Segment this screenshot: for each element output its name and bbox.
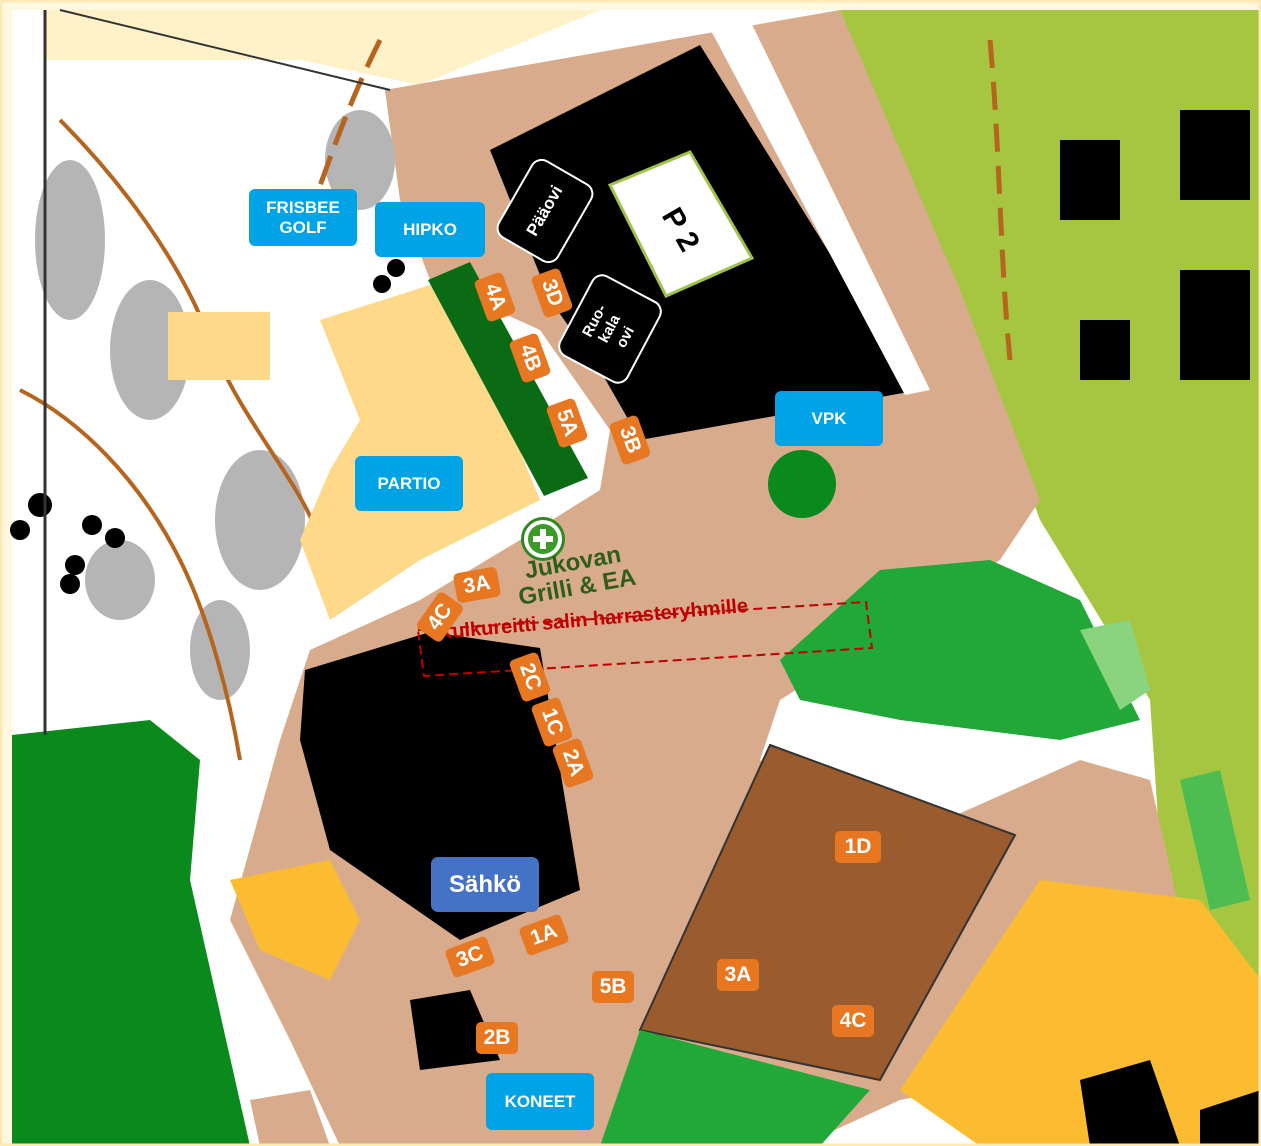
- rock-area: [85, 540, 155, 620]
- rock-area: [325, 110, 395, 210]
- path-strip: [700, 10, 930, 395]
- rock-area: [35, 160, 105, 320]
- poi-hipko: HIPKO: [375, 202, 485, 257]
- rock-area: [215, 450, 305, 590]
- contour-line: [19, 388, 242, 761]
- semi-open-area: [45, 10, 600, 85]
- boundary-line: [59, 9, 391, 91]
- vegetation-area: [780, 560, 1140, 740]
- open-land-yellow: [230, 860, 360, 980]
- poi-sahko: Sähkö: [431, 857, 539, 912]
- area-code: 4C: [832, 1005, 874, 1037]
- olive-area: [840, 10, 1261, 1146]
- first-aid-icon: [521, 517, 565, 561]
- vegetation-circle: [768, 450, 836, 518]
- building: [1080, 320, 1130, 380]
- poi-koneet: KONEET: [486, 1073, 594, 1130]
- parking-area-p2: [607, 150, 755, 298]
- area-code: 2B: [476, 1022, 518, 1054]
- area-code: 5B: [592, 971, 634, 1003]
- poi-partio: PARTIO: [355, 456, 463, 511]
- rough-open-area: [168, 312, 270, 380]
- paved-area: [250, 1090, 330, 1146]
- sports-field: [638, 743, 1017, 1082]
- vegetation-strip: [428, 262, 588, 496]
- area-code: 1D: [835, 831, 881, 863]
- open-land-yellow: [900, 880, 1261, 1146]
- building: [1200, 1090, 1261, 1146]
- area-code: 3A: [717, 959, 759, 991]
- building: [1180, 270, 1250, 380]
- rock-area: [190, 600, 250, 700]
- poi-frisbee-golf: FRISBEE GOLF: [249, 189, 357, 246]
- vegetation-area: [1180, 770, 1250, 910]
- contour-line: [987, 39, 1013, 361]
- route-box: [416, 600, 874, 678]
- building: [1080, 1060, 1180, 1146]
- vegetation-area: [1080, 620, 1150, 710]
- building: [1180, 110, 1250, 200]
- vegetation-area: [600, 1030, 870, 1146]
- forest-area: [12, 720, 250, 1146]
- building: [1060, 140, 1120, 220]
- poi-vpk: VPK: [775, 391, 883, 446]
